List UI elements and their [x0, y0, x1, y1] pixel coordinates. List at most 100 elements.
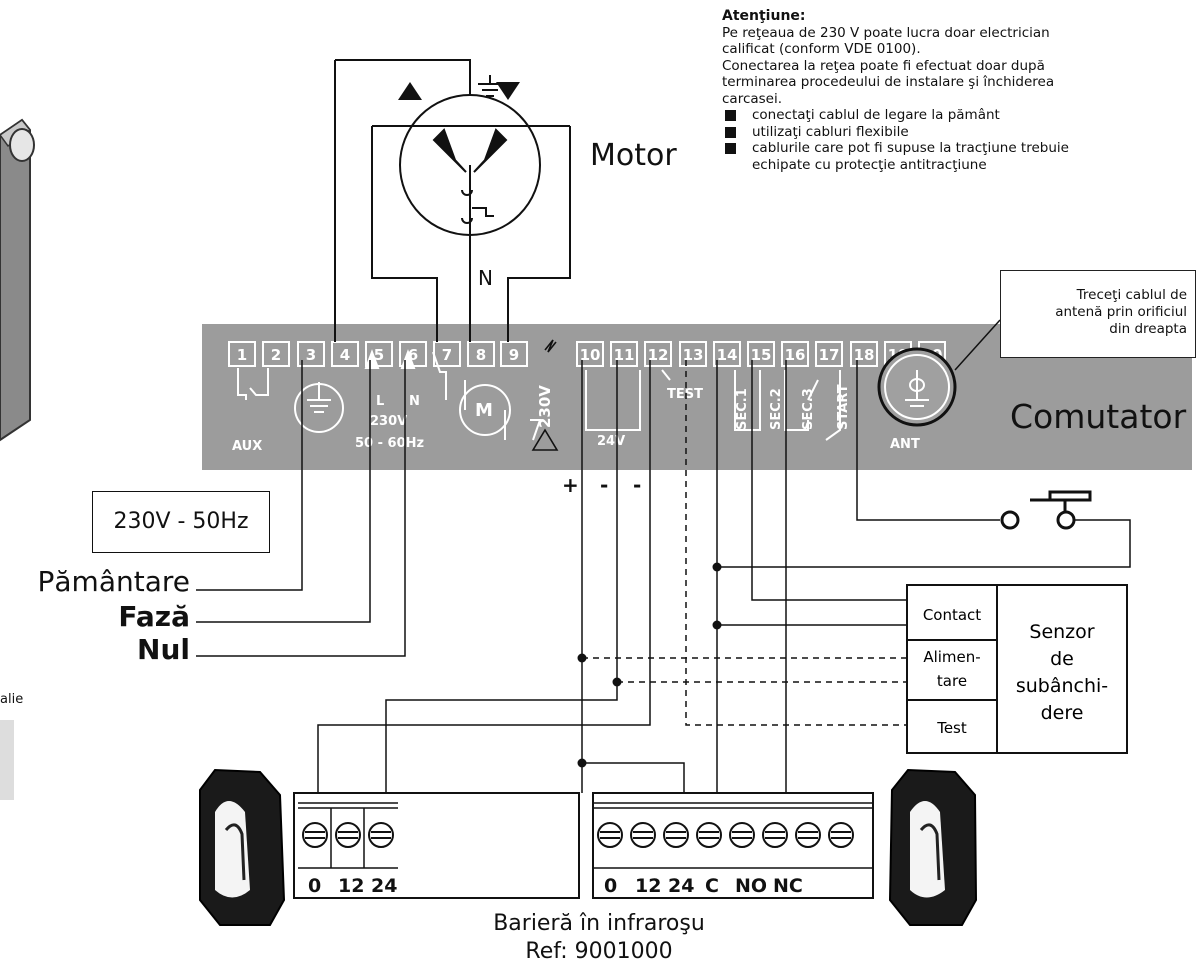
- m-label: M: [475, 400, 493, 421]
- ir-left-label-0: 0: [308, 875, 321, 897]
- warning-line-5: carcasei.: [722, 90, 783, 107]
- sensor-contact: Contact: [923, 606, 981, 624]
- label-phase: Fază: [118, 600, 190, 633]
- antenna-note: Treceţi cablul de antenă prin orificiul …: [1000, 270, 1196, 358]
- ir-right-screw-slot-1: [633, 831, 653, 839]
- terminal-number-7: 7: [442, 346, 452, 364]
- motor-symbol: [334, 59, 571, 342]
- ir-right-label-nc: NC: [773, 875, 803, 897]
- terminal-numbers: 1234567891011121314151617181920: [228, 341, 946, 367]
- terminal-box-3: [297, 341, 325, 367]
- ir-right-screw-slot-4: [732, 831, 752, 839]
- terminal-number-11: 11: [614, 346, 635, 364]
- test-label: TEST: [667, 387, 703, 402]
- warning-line-4: terminarea procedeului de instalare şi î…: [722, 74, 1055, 90]
- terminal-box-13: [679, 341, 707, 367]
- ir-left-screw-1: [335, 822, 361, 848]
- warning-symbols: [531, 339, 559, 451]
- start-label: START: [836, 384, 851, 430]
- ir-right-screw-slot-2: [666, 831, 686, 839]
- ir-left-label-12: 12: [338, 875, 364, 897]
- terminal-number-13: 13: [683, 346, 704, 364]
- terminal-box-9: [500, 341, 528, 367]
- terminal-texts: AUX L 230V N 50 - 60Hz M 230V 24V TEST S…: [232, 384, 920, 454]
- terminal-number-10: 10: [580, 346, 601, 364]
- terminal-number-3: 3: [306, 346, 316, 364]
- bullet-square-icon: [725, 126, 736, 138]
- warning-bullet-3: cablurile care pot fi supuse la tracţiun…: [722, 140, 1162, 173]
- terminal-symbols: [237, 349, 841, 441]
- motor-neutral-label: N: [478, 266, 493, 290]
- sensor-title-4: dere: [1041, 702, 1084, 724]
- ant-label: ANT: [890, 437, 920, 452]
- mains-wires: [196, 360, 406, 657]
- sensor-title-2: de: [1050, 648, 1074, 670]
- ir-right-screw-6: [795, 822, 821, 848]
- terminal-number-18: 18: [854, 346, 875, 364]
- terminal-box-4: [331, 341, 359, 367]
- terminal-number-9: 9: [509, 346, 519, 364]
- terminal-box-1: [228, 341, 256, 367]
- up-arrow-icon: [398, 82, 422, 100]
- photocell-left: [199, 768, 286, 926]
- warning-bullet-2: utilizaţi cabluri flexibile: [722, 124, 1162, 141]
- ir-left-screw-2: [368, 822, 394, 848]
- ir-right-screw-slot-6: [798, 831, 818, 839]
- sec3-label: SEC.3: [801, 388, 816, 430]
- junction-dots: [577, 562, 722, 768]
- terminal-box-11: [610, 341, 638, 367]
- v230-label: 230V: [370, 414, 407, 429]
- ir-terminal-labels: 0 12 24 0 12 24 C NO NC: [308, 875, 803, 897]
- sensor-power-2: tare: [937, 672, 967, 690]
- ir-right-screw-5: [762, 822, 788, 848]
- ir-right-label-0: 0: [604, 875, 617, 897]
- l-label: L: [376, 394, 384, 409]
- photocell-right: [888, 768, 978, 926]
- terminal-number-6: 6: [408, 346, 418, 364]
- terminal-number-12: 12: [648, 346, 669, 364]
- ir-right-screw-1: [630, 822, 656, 848]
- minus-mark-1: -: [600, 473, 608, 497]
- v230b-label: 230V: [536, 385, 554, 428]
- terminal-box-18: [850, 341, 878, 367]
- ir-right-screw-slot-0: [600, 831, 620, 839]
- sec1-label: SEC.1: [735, 388, 750, 430]
- terminal-box-8: [467, 341, 495, 367]
- ir-left-screw-0: [302, 822, 328, 848]
- dashed-wires: [582, 360, 907, 726]
- device-photo-fragment: [0, 118, 35, 800]
- warning-line-2: calificat (conform VDE 0100).: [722, 41, 921, 57]
- footer-title: Barieră în infraroşu Ref: 9001000: [493, 911, 705, 964]
- warning-bullets: conectaţi cablul de legare la pământ uti…: [722, 107, 1162, 173]
- warning-notice: Atenţiune: Pe reţeaua de 230 V poate luc…: [722, 8, 1162, 173]
- supply-box: 230V - 50Hz: [92, 491, 270, 553]
- terminal-number-4: 4: [340, 346, 350, 364]
- n-label: N: [409, 394, 420, 409]
- terminal-number-5: 5: [374, 346, 384, 364]
- label-neutral: Nul: [137, 633, 190, 666]
- ir-left-label-24: 24: [371, 875, 397, 897]
- ir-right-screw-slot-3: [699, 831, 719, 839]
- aux-label: AUX: [232, 439, 262, 454]
- terminal-number-1: 1: [237, 346, 247, 364]
- ir-barrier-right-block: [592, 792, 874, 899]
- ir-right-label-12: 12: [635, 875, 661, 897]
- sensor-title-3: subânchi-: [1016, 675, 1108, 697]
- sec2-label: SEC.2: [769, 388, 784, 430]
- ir-right-screw-7: [828, 822, 854, 848]
- ir-right-screw-2: [663, 822, 689, 848]
- ir-right-screw-3: [696, 822, 722, 848]
- antenna-connector: [877, 319, 1001, 427]
- warning-line-1: Pe reţeaua de 230 V poate lucra doar ele…: [722, 24, 1050, 41]
- terminal-number-8: 8: [476, 346, 486, 364]
- ir-left-screw-slot-1: [338, 831, 358, 839]
- terminal-box-17: [815, 341, 843, 367]
- sensor-test: Test: [936, 719, 967, 737]
- ir-right-screw-slot-7: [831, 831, 851, 839]
- minus-mark-2: -: [633, 473, 641, 497]
- terminal-box-2: [262, 341, 290, 367]
- terminal-number-14: 14: [717, 346, 738, 364]
- closing-edge-sensor: Contact Alimen- tare Test Senzor de subâ…: [906, 584, 1128, 754]
- cropped-text-fragment: alie: [0, 692, 24, 707]
- warning-title: Atenţiune:: [722, 8, 806, 24]
